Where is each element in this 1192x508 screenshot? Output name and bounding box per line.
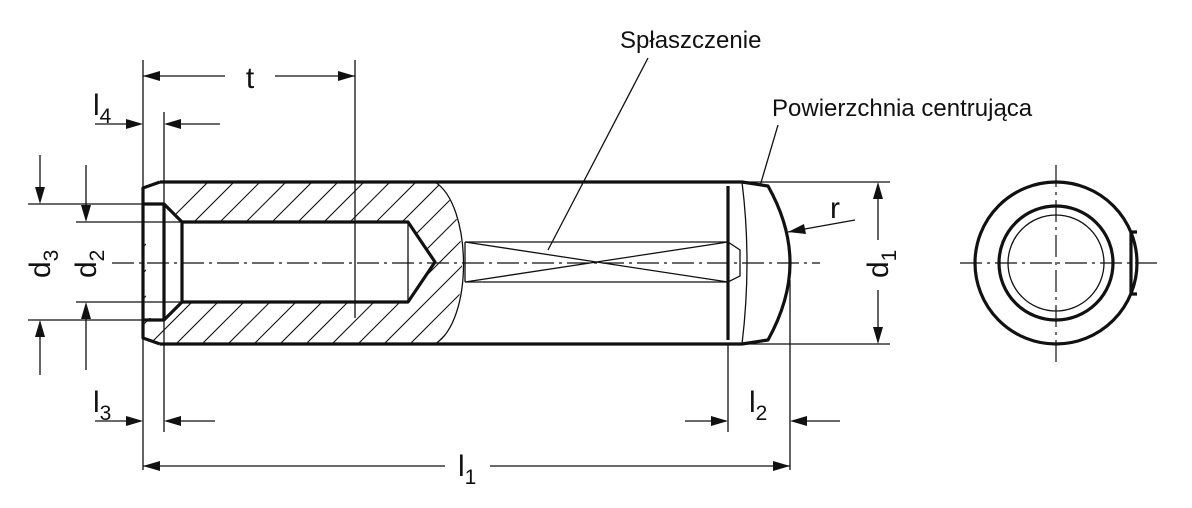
svg-text:l4: l4 <box>93 89 112 128</box>
annotation-flat: Spłaszczenie <box>620 27 761 54</box>
label-l1: l1 <box>458 450 476 489</box>
svg-text:l3: l3 <box>93 386 111 425</box>
label-l4: l4 <box>93 89 112 128</box>
hatch-line <box>403 182 463 344</box>
dimension-lines <box>28 57 890 471</box>
annotation-centering-surface: Powierzchnia centrująca <box>772 95 1033 122</box>
svg-text:d1: d1 <box>862 250 901 278</box>
label-d2: d2 <box>70 250 109 278</box>
label-d1: d1 <box>862 250 901 278</box>
label-l3: l3 <box>93 386 111 425</box>
hatch-line <box>377 182 463 344</box>
label-r: r <box>830 192 840 225</box>
svg-text:l1: l1 <box>458 450 476 489</box>
pin-end-view <box>960 165 1160 362</box>
svg-text:d2: d2 <box>70 250 109 278</box>
label-t: t <box>246 62 255 95</box>
label-d3: d3 <box>24 250 63 278</box>
hatch-line <box>143 182 216 344</box>
svg-text:d3: d3 <box>24 250 63 278</box>
label-l2: l2 <box>749 386 767 425</box>
pin-side-view <box>141 180 792 346</box>
svg-text:l2: l2 <box>749 386 767 425</box>
